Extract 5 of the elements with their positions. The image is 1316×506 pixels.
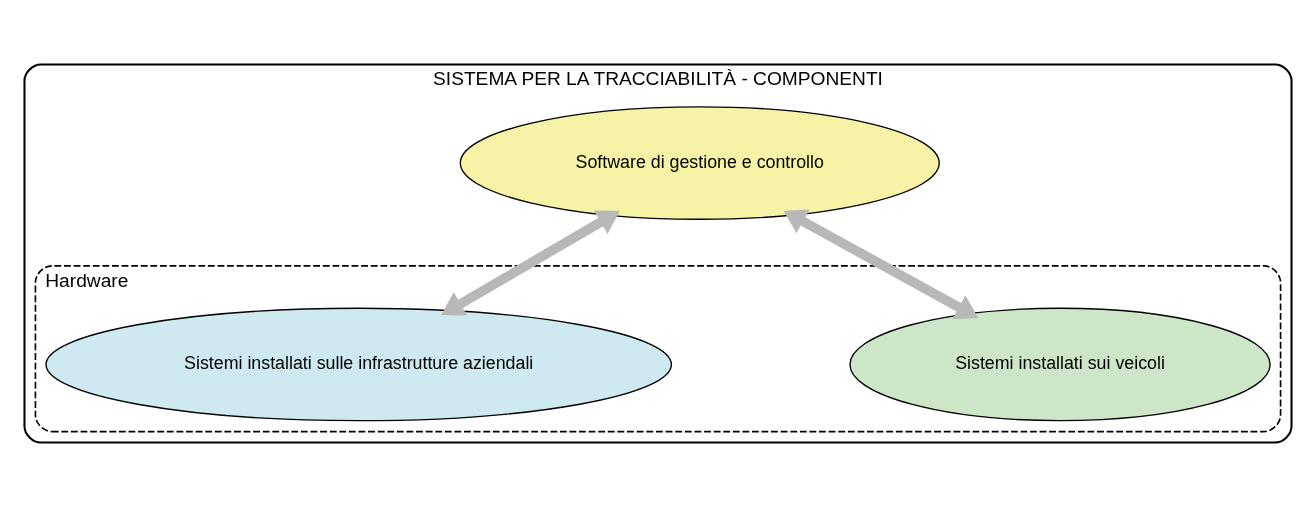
node-ellipse: Sistemi installati sulle infrastrutture aziendali [45,307,673,421]
node-ellipse: Software di gestione e controllo [459,105,940,220]
arrow [441,209,620,316]
node-ellipse: Sistemi installati sui veicoli [849,307,1271,421]
arrow [783,208,979,319]
